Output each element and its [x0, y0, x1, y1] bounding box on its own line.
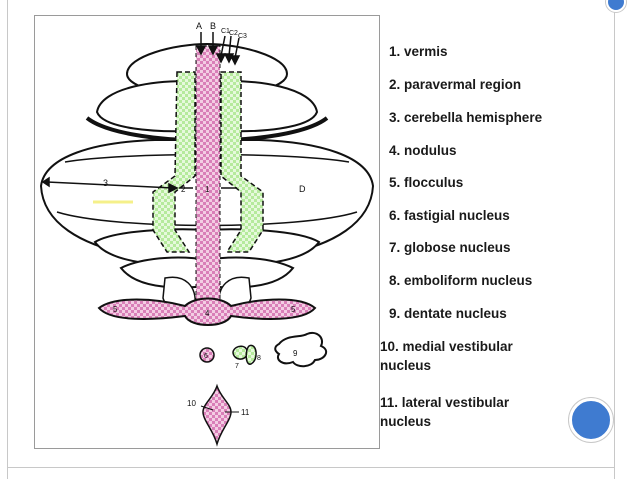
frame-line-right: [614, 0, 615, 479]
vermis-strip: [196, 46, 220, 318]
blue-circle-button[interactable]: [569, 398, 613, 442]
label-3: 3: [103, 178, 108, 188]
legend-item-6: 6. fastigial nucleus: [389, 206, 510, 225]
label-d: D: [299, 184, 306, 194]
label-5-left: 5: [113, 305, 118, 314]
vestibular-nuclei-shape: [203, 386, 231, 444]
label-5-right: 5: [291, 305, 296, 314]
cerebellum-diagram-svg: A B C1 C2 C3 D 3 2 1 5 4 5 6 7 8 9 10 11: [35, 16, 379, 448]
legend-item-2: 2. paravermal region: [389, 75, 521, 94]
label-8: 8: [257, 355, 261, 362]
legend-item-4: 4. nodulus: [389, 141, 457, 160]
label-6: 6: [204, 353, 208, 360]
label-1: 1: [205, 185, 210, 194]
label-9: 9: [293, 349, 298, 358]
label-4: 4: [205, 309, 210, 318]
label-b: B: [210, 21, 216, 31]
globose-nucleus-shape: [233, 346, 247, 359]
legend-item-5: 5. flocculus: [389, 173, 463, 192]
dentate-nucleus-shape: [275, 333, 326, 366]
legend-item-7: 7. globose nucleus: [389, 238, 511, 257]
frame-line-left: [7, 0, 8, 479]
legend-item-9: 9. dentate nucleus: [389, 304, 507, 323]
label-c3: C3: [238, 33, 247, 40]
label-2: 2: [181, 185, 186, 194]
label-a: A: [196, 21, 202, 31]
label-c2: C2: [229, 30, 238, 37]
corner-circle-top: [606, 0, 626, 12]
label-7: 7: [235, 363, 239, 370]
legend-item-10: 10. medial vestibular nucleus: [380, 337, 550, 375]
label-11: 11: [241, 408, 250, 417]
legend-item-1: 1. vermis: [389, 42, 448, 61]
legend-item-3: 3. cerebella hemisphere: [389, 108, 542, 127]
legend-item-11: 11. lateral vestibular nucleus: [380, 393, 550, 431]
frame-line-bottom: [7, 467, 615, 468]
legend-item-8: 8. emboliform nucleus: [389, 271, 532, 290]
emboliform-nucleus-shape: [246, 345, 256, 364]
cerebellum-diagram: A B C1 C2 C3 D 3 2 1 5 4 5 6 7 8 9 10 11: [34, 15, 380, 449]
label-10: 10: [187, 399, 196, 408]
